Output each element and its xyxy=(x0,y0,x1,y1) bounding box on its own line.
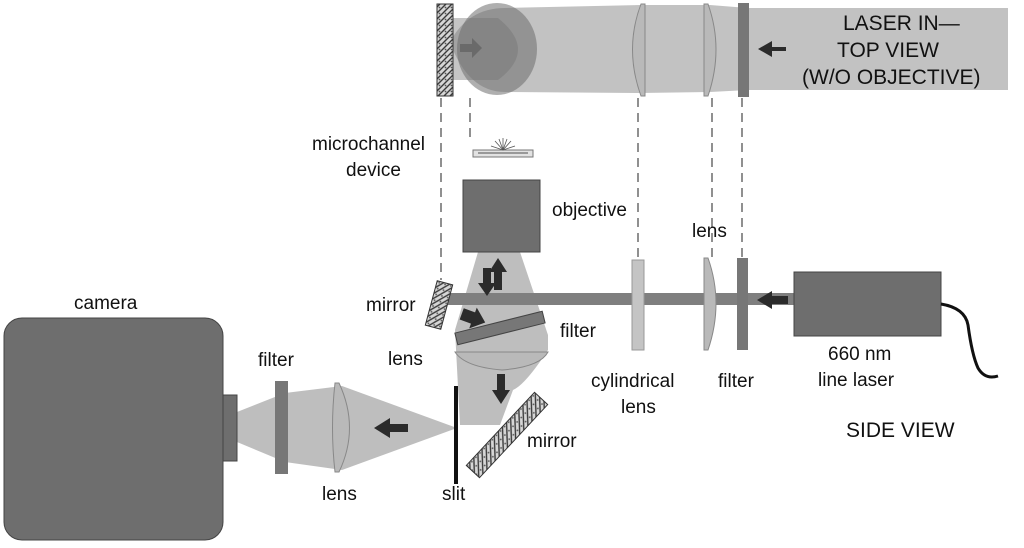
laser-filter xyxy=(737,258,748,350)
top-view-lens xyxy=(703,3,717,97)
dichroic-filter xyxy=(454,310,546,346)
labels: LASER IN— TOP VIEW (W/O OBJECTIVE) micro… xyxy=(74,12,981,505)
arrow-icon xyxy=(459,307,486,329)
line-laser-body xyxy=(793,271,942,337)
microchannel-label-line1: microchannel xyxy=(312,134,425,155)
top-mirror xyxy=(424,280,454,330)
arrow-icon xyxy=(478,268,496,296)
microchannel-label-line2: device xyxy=(346,160,401,181)
top-view-beam xyxy=(450,5,1008,93)
top-view-label-line2: TOP VIEW xyxy=(837,39,939,62)
cylindrical-lens-label-line1: cylindrical xyxy=(591,371,674,392)
laser-cable xyxy=(940,302,999,379)
laser-label-line1: 660 nm xyxy=(828,344,891,365)
dichroic-filter-label: filter xyxy=(560,321,597,342)
mirror-bottom-label: mirror xyxy=(527,431,577,452)
arrow-icon xyxy=(460,38,482,58)
bottom-mirror xyxy=(465,391,549,479)
mirror-top-label: mirror xyxy=(366,295,416,316)
tube-lens xyxy=(454,351,549,371)
arrow-icon xyxy=(374,418,408,438)
arrow-icon xyxy=(757,291,788,309)
objective-body xyxy=(462,179,541,253)
objective-label: objective xyxy=(552,200,627,221)
arrow-icon xyxy=(758,41,786,57)
slit xyxy=(454,386,458,484)
top-view-filter xyxy=(738,3,749,97)
cylindrical-lens-label-line2: lens xyxy=(621,397,656,418)
lens-mid-label: lens xyxy=(388,349,423,370)
top-view-objective-disc xyxy=(457,3,537,95)
top-view-cylindrical-lens xyxy=(632,3,646,97)
lens-bottom-label: lens xyxy=(322,484,357,505)
microchannel-device xyxy=(472,138,534,158)
fluorescence-spark-icon xyxy=(490,138,516,151)
camera-body xyxy=(3,317,224,541)
laser-lens xyxy=(703,257,717,351)
top-view-label-line3: (W/O OBJECTIVE) xyxy=(802,66,981,89)
top-view-mirror xyxy=(436,3,454,97)
arrow-icon xyxy=(489,258,507,290)
cylindrical-lens xyxy=(631,259,645,351)
camera-filter-label: filter xyxy=(258,350,295,371)
camera-lens xyxy=(332,382,350,473)
laser-filter-label: filter xyxy=(718,371,755,392)
lens-top-label: lens xyxy=(692,221,727,242)
laser-label-line2: line laser xyxy=(818,370,895,391)
camera-filter xyxy=(275,381,288,474)
arrow-icon xyxy=(492,374,510,404)
camera-label: camera xyxy=(74,293,138,314)
side-view-group xyxy=(3,138,999,541)
alignment-leaders xyxy=(440,98,743,280)
top-view-group xyxy=(436,3,1008,97)
top-view-label-line1: LASER IN— xyxy=(843,12,960,35)
side-view-label: SIDE VIEW xyxy=(846,419,955,442)
slit-label: slit xyxy=(442,484,466,505)
